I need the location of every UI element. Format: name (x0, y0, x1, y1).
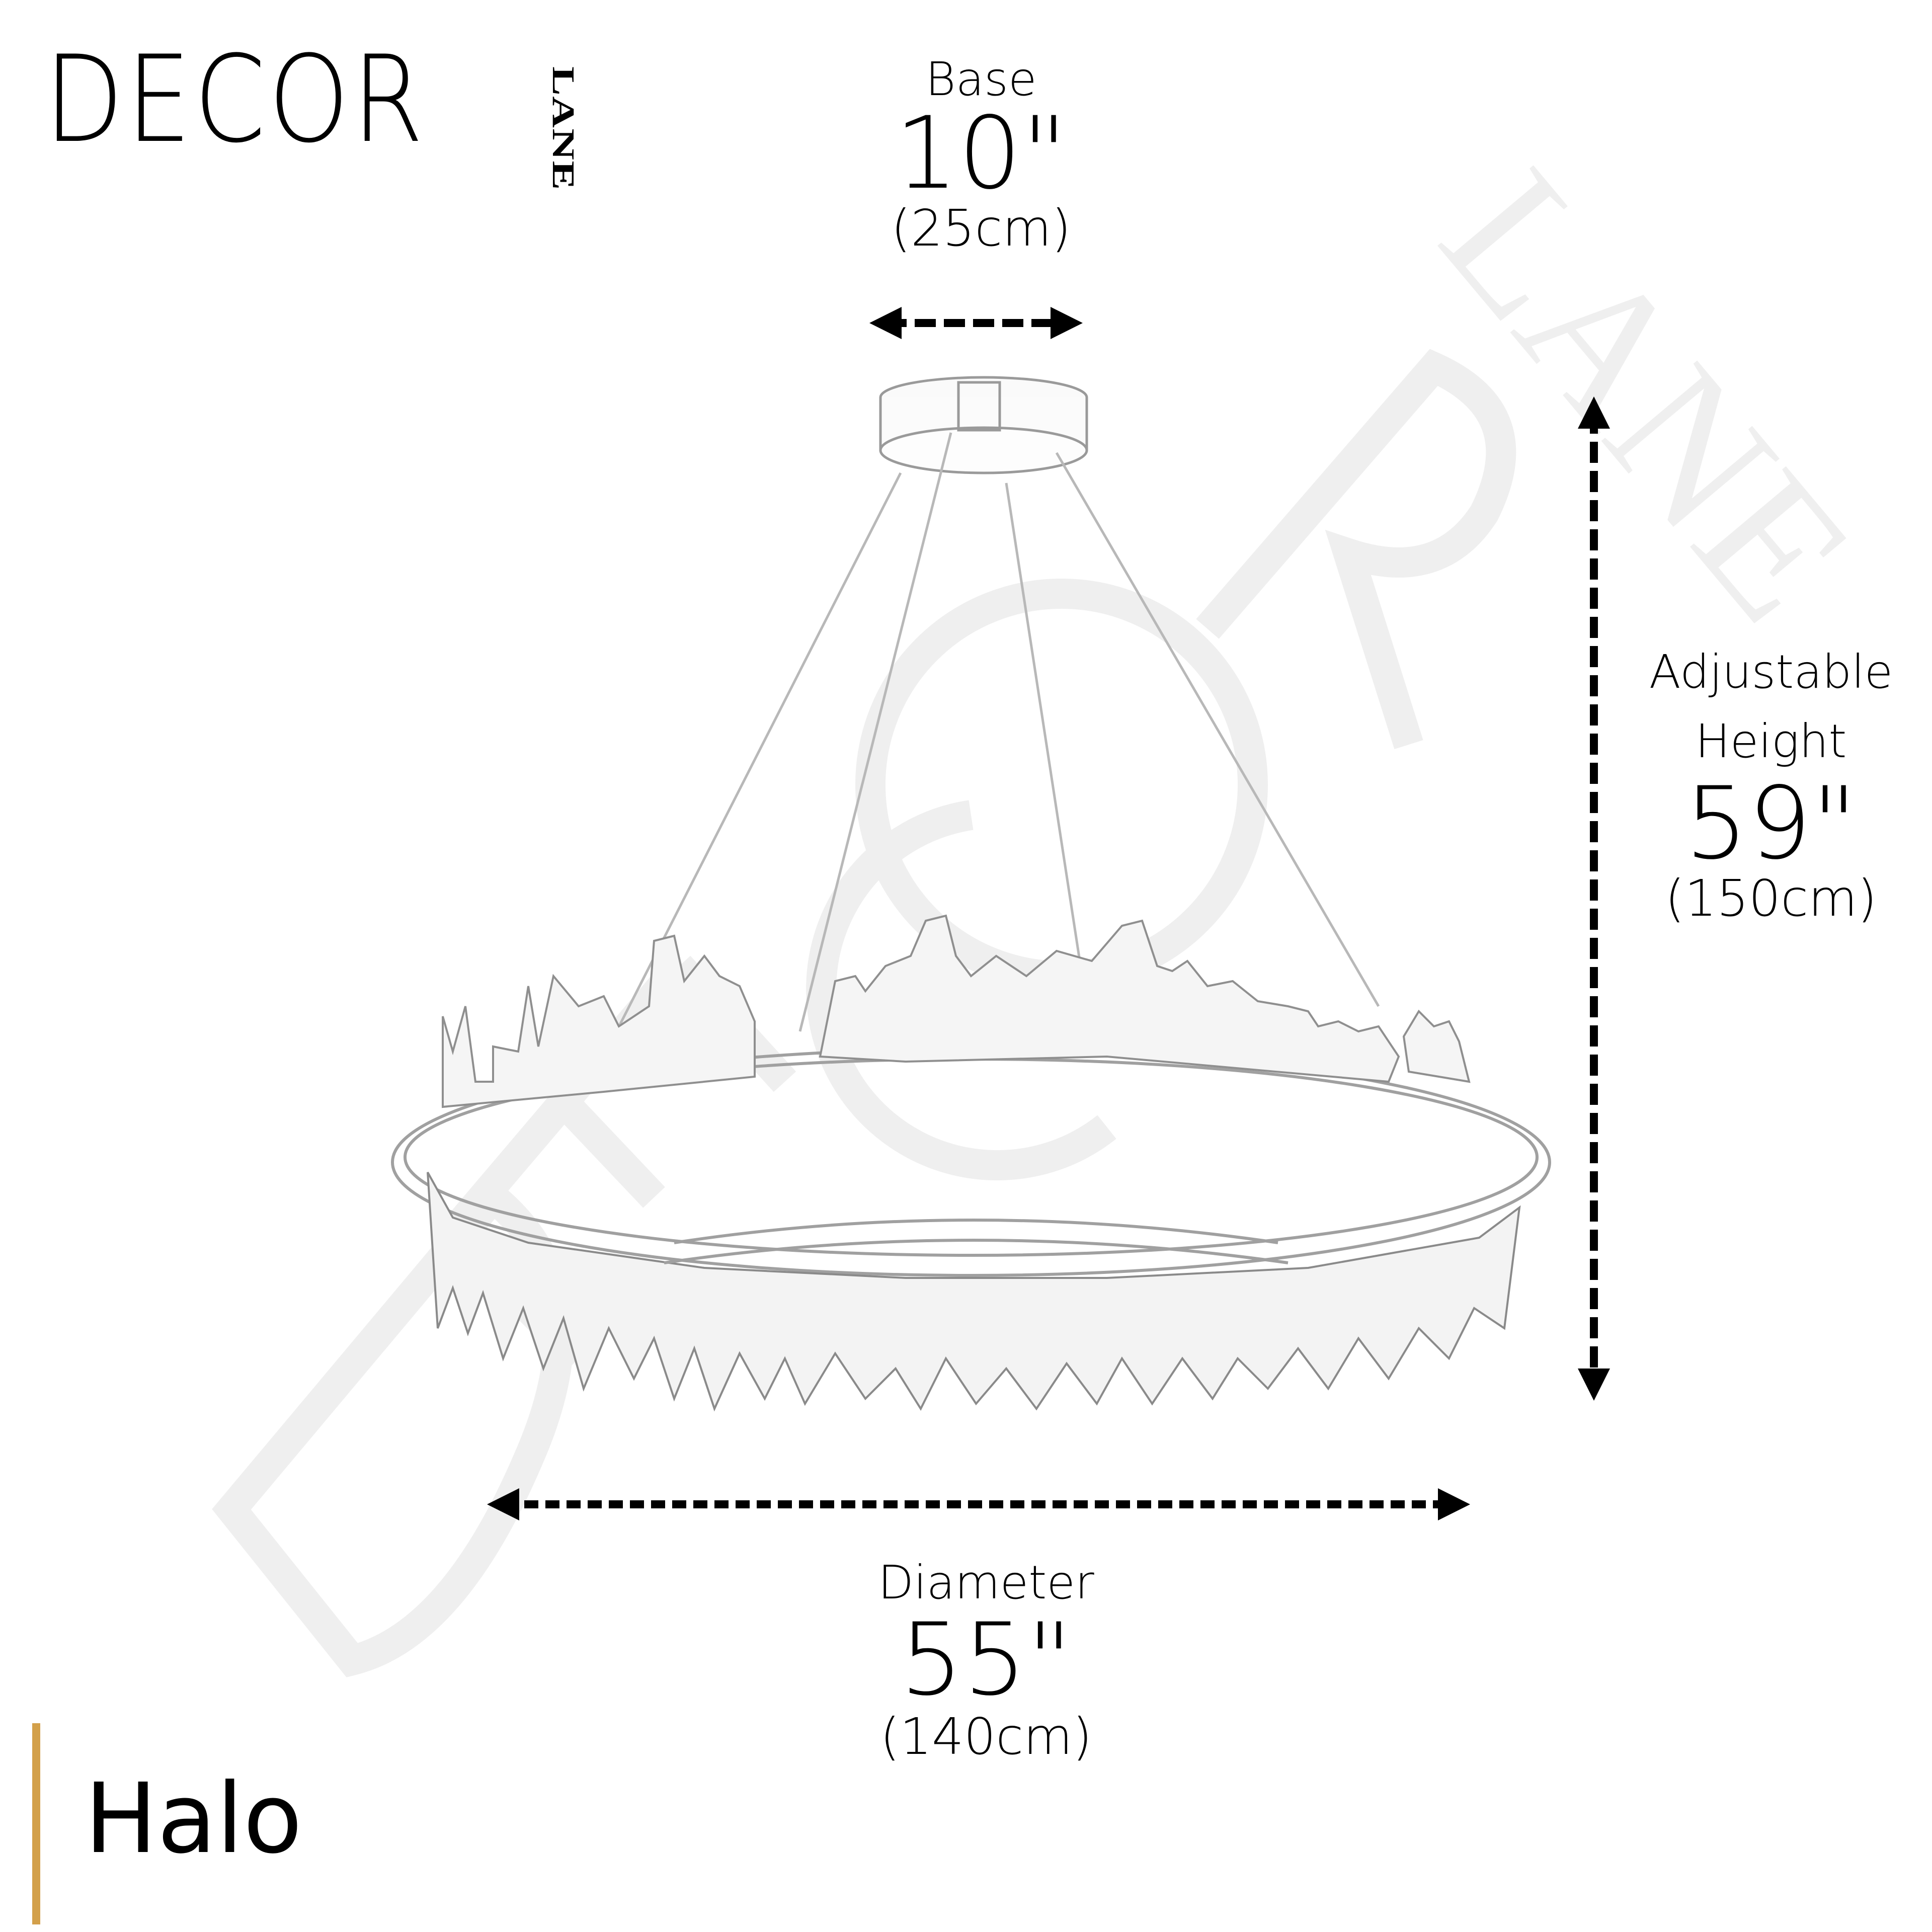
lower-crystal-tier (427, 1172, 1521, 1412)
base-label: Base (925, 52, 1037, 106)
logo-decor-text: DECOR (44, 30, 426, 170)
base-dimension: Base 10" (25cm) (845, 56, 1117, 254)
diameter-inches: 55" (900, 1601, 1073, 1718)
height-label-line2: Height (1695, 714, 1847, 768)
diameter-label: Diameter (878, 1556, 1094, 1609)
base-cm: (25cm) (891, 199, 1071, 258)
base-inches: 10" (895, 95, 1068, 211)
upper-crystal-tier (442, 914, 1471, 1108)
ceiling-canopy (879, 376, 1088, 474)
height-inches: 59" (1684, 765, 1858, 881)
product-title: Halo (85, 1763, 302, 1875)
title-accent-bar (32, 1723, 40, 1924)
height-label-line1: Adjustable (1649, 645, 1893, 699)
height-dimension: Adjustable Height 59" (150cm) (1620, 649, 1922, 924)
inner-ring (664, 1219, 1289, 1264)
diameter-dimension: Diameter 55" (140cm) (835, 1560, 1137, 1762)
brand-logo: DECOR LANE (44, 40, 580, 191)
suspension-cables (607, 432, 1380, 1048)
diameter-cm: (140cm) (880, 1707, 1092, 1766)
height-cm: (150cm) (1665, 869, 1877, 928)
